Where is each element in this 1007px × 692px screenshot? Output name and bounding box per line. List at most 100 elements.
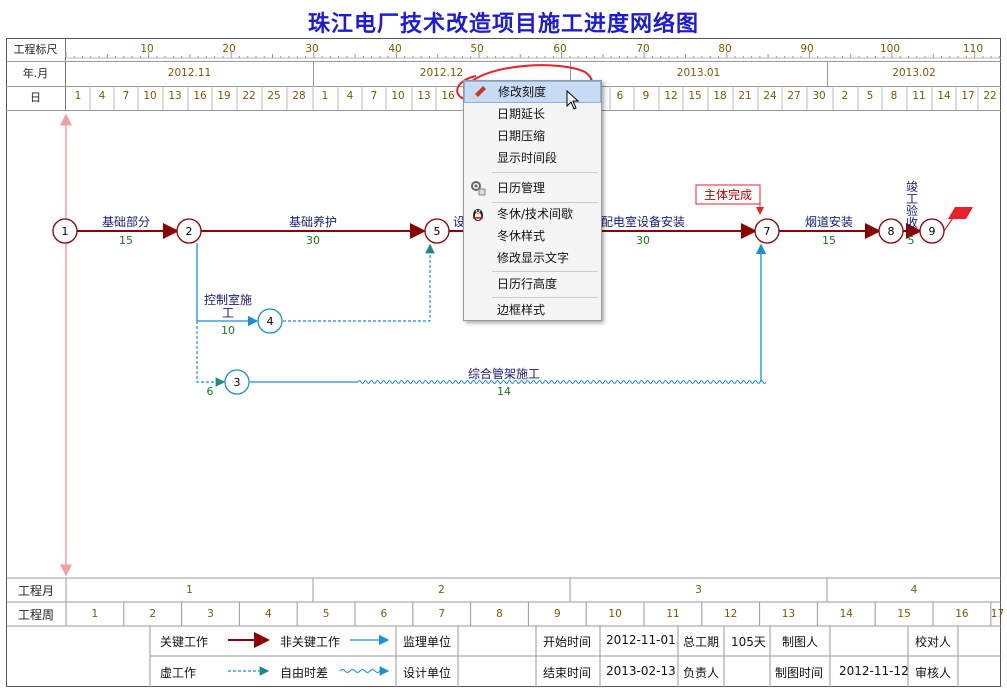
day-cell: 22 [242, 90, 256, 102]
scale-tick: 10 [140, 43, 154, 55]
legend-critical: 关键工作 [160, 635, 209, 649]
project-week: 13 [781, 608, 796, 620]
start-label: 开始时间 [543, 635, 592, 649]
menu-item-calendar-manage[interactable]: 日历管理 [464, 177, 601, 199]
day-cell: 22 [983, 90, 997, 102]
chart-title: 珠江电厂技术改造项目施工进度网络图 [307, 11, 699, 37]
project-month: 4 [910, 584, 918, 596]
menu-item-label: 冬休/技术间歇 [497, 207, 574, 221]
menu-separator [492, 202, 598, 203]
designer-label: 设计单位 [403, 666, 452, 680]
project-week: 6 [380, 608, 388, 620]
menu-item-edit-text[interactable]: 修改显示文字 [464, 247, 601, 269]
project-week: 17 [990, 608, 1005, 620]
project-week: 9 [553, 608, 561, 620]
menu-item-label: 显示时间段 [497, 151, 558, 165]
vertical-activity-name: 竣工验收 [906, 179, 918, 230]
node-label: 5 [434, 225, 441, 238]
mouse-cursor-icon [566, 89, 580, 110]
day-cell: 12 [664, 90, 678, 102]
month-label: 2013.02 [892, 67, 936, 79]
duration-value: 105天 [731, 635, 766, 649]
month-separator [827, 61, 828, 86]
node-label: 3 [234, 376, 241, 389]
day-cell: 25 [267, 90, 281, 102]
menu-item-edit-scale[interactable]: 修改刻度 [464, 81, 601, 103]
project-week: 2 [149, 608, 157, 620]
menu-separator [492, 297, 598, 298]
activity-duration: 30 [636, 234, 650, 247]
project-week: 14 [839, 608, 853, 620]
node-7 [754, 218, 780, 244]
menu-item-label: 修改刻度 [498, 85, 547, 99]
legend-dummy: 虚工作 [160, 666, 197, 680]
node-2 [176, 218, 202, 244]
scale-tick: 90 [800, 43, 814, 55]
day-cell: 7 [122, 90, 130, 102]
start-value: 2012-11-01 [606, 633, 676, 647]
day-cell: 11 [912, 90, 926, 102]
node-3 [224, 369, 250, 395]
supervisor-label: 监理单位 [403, 635, 452, 649]
context-menu: 修改刻度 日期延长 日期压缩 显示时间段 日历管理 冬休/技术间歇 冬休样式 修… [463, 80, 602, 321]
legend-float: 自由时差 [280, 666, 329, 680]
activity-name: 烟道安装 [805, 214, 853, 229]
scale-tick: 20 [222, 43, 236, 55]
node-label: 1 [62, 225, 69, 238]
month-separator [313, 61, 314, 86]
day-cell: 15 [688, 90, 702, 102]
node-label: 9 [929, 225, 936, 238]
end-label: 结束时间 [543, 666, 592, 680]
day-cell: 10 [143, 90, 157, 102]
week-separators [123, 602, 992, 626]
menu-item-row-height[interactable]: 日历行高度 [464, 273, 601, 295]
project-month: 2 [438, 584, 445, 596]
legend-noncritical: 非关键工作 [280, 635, 341, 649]
activity-duration: 14 [497, 385, 511, 398]
menu-item-winter-break[interactable]: 冬休/技术间歇 [464, 203, 601, 225]
activity-duration: 30 [306, 234, 320, 247]
duration-label: 总工期 [683, 635, 720, 649]
menu-item-label: 日期延长 [497, 107, 546, 121]
day-cell: 9 [642, 90, 650, 102]
day-cell: 1 [74, 90, 82, 102]
penguin-icon [473, 209, 483, 221]
scale-tick: 100 [879, 43, 901, 55]
menu-item-winter-style[interactable]: 冬休样式 [464, 225, 601, 247]
reviewer-label: 审核人 [915, 666, 952, 680]
project-week: 12 [724, 608, 738, 620]
project-week: 10 [608, 608, 622, 620]
node-8 [878, 218, 904, 244]
header-divider [6, 61, 1001, 62]
menu-item-show-period[interactable]: 显示时间段 [464, 147, 601, 169]
finish-flag-icon [948, 207, 973, 219]
project-week: 1 [91, 608, 99, 620]
day-cell: 13 [417, 90, 431, 102]
menu-item-border-style[interactable]: 边框样式 [464, 299, 601, 321]
day-cell: 21 [738, 90, 752, 102]
day-cell: 4 [98, 90, 106, 102]
menu-item-label: 冬休样式 [497, 229, 546, 243]
scale-minor-ticks [65, 52, 1000, 58]
node-1 [52, 218, 78, 244]
menu-separator [492, 172, 598, 173]
menu-item-date-extend[interactable]: 日期延长 [464, 103, 601, 125]
menu-item-date-compress[interactable]: 日期压缩 [464, 125, 601, 147]
node-label: 4 [267, 315, 274, 328]
activity-duration: 15 [822, 234, 836, 247]
svg-text:竣工验收: 竣工验收 [906, 179, 918, 230]
project-week: 8 [496, 608, 503, 620]
month-label: 2012.12 [419, 67, 464, 79]
legend-float-sample [339, 669, 381, 673]
project-week: 4 [264, 608, 272, 620]
chart-frame [6, 38, 1001, 687]
activity-name: 综合管架施工 [468, 366, 540, 381]
activity-duration: 6 [207, 385, 214, 398]
scale-row-label: 工程标尺 [6, 39, 66, 61]
scale-tick: 50 [470, 43, 484, 55]
day-cell: 19 [217, 90, 231, 102]
day-cell: 10 [391, 90, 405, 102]
legend-grid [395, 626, 959, 687]
node-5 [424, 218, 450, 244]
